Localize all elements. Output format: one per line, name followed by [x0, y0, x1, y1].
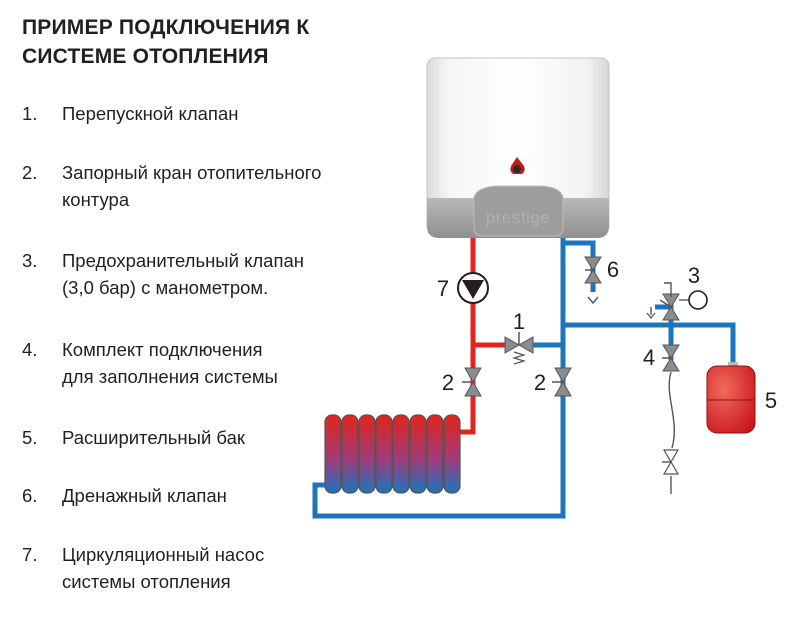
bypass-valve-icon [504, 332, 563, 365]
drain-valve-icon [584, 256, 602, 305]
radiator [324, 414, 461, 494]
expansion-tank-icon [706, 362, 756, 434]
legend-text: Дренажный клапан [62, 485, 227, 506]
shutoff-valve-right-icon [552, 367, 572, 397]
circulation-pump-icon [457, 272, 489, 304]
callout-4: 4 [643, 345, 655, 370]
legend-text: Расширительный бак [62, 427, 245, 448]
boiler-brand-label: prestige [486, 208, 550, 227]
boiler [426, 57, 610, 238]
supply-pipes [458, 238, 505, 435]
legend-number: 4. [22, 339, 38, 360]
pressure-gauge-icon [688, 290, 708, 310]
title-line-1: ПРИМЕР ПОДКЛЮЧЕНИЯ К [22, 16, 310, 39]
legend-number: 7. [22, 544, 38, 565]
callout-5: 5 [765, 388, 777, 413]
callout-1: 1 [513, 309, 525, 334]
filling-hose [668, 371, 675, 449]
title-line-2: СИСТЕМЕ ОТОПЛЕНИЯ [22, 45, 269, 68]
legend-text: Перепускной клапан [62, 103, 239, 124]
acv-logo-icon [510, 157, 525, 174]
shutoff-valve-left-icon [462, 367, 482, 397]
callout-2-right: 2 [534, 370, 546, 395]
legend-number: 2. [22, 162, 38, 183]
callout-6: 6 [607, 257, 619, 282]
safety-valve-icon [646, 282, 689, 321]
callout-3: 3 [688, 263, 700, 288]
legend-number: 5. [22, 427, 38, 448]
legend-text: Предохранительный клапан(3,0 бар) с мано… [62, 250, 304, 298]
callout-7: 7 [437, 276, 449, 301]
diagram-title: ПРИМЕР ПОДКЛЮЧЕНИЯ К СИСТЕМЕ ОТОПЛЕНИЯ [22, 13, 309, 71]
legend-number: 3. [22, 250, 38, 271]
legend-number: 1. [22, 103, 38, 124]
filling-valve-icon [662, 344, 680, 372]
callout-2-left: 2 [442, 370, 454, 395]
legend-number: 6. [22, 485, 38, 506]
filling-tap-icon [662, 449, 680, 475]
